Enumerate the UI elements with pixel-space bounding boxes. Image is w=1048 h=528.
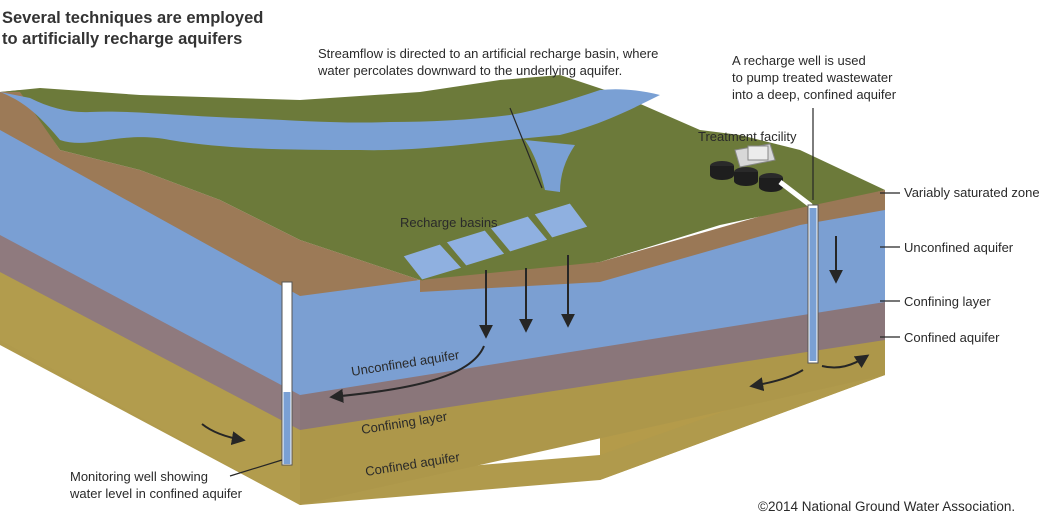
recharge-basin-4	[533, 202, 589, 239]
recharge-well-water	[809, 208, 817, 361]
leader-streamflow	[509, 107, 543, 189]
flow-arrow-confined-right	[821, 354, 870, 369]
flow-arrow-front	[201, 423, 246, 446]
recharge-well-callout-line-1: A recharge well is used	[732, 53, 866, 68]
soil-band-right	[420, 190, 885, 292]
copyright-notice: ©2014 National Ground Water Association.	[758, 499, 1016, 514]
confining-layer-front-right	[300, 300, 885, 430]
streamflow-callout-line-2: water percolates downward to the underly…	[318, 63, 623, 78]
recharge-basin-3	[489, 215, 549, 253]
soil-rim-left	[0, 90, 420, 296]
stream-channel	[525, 140, 575, 192]
recharge-well-callout-line-2: to pump treated wastewater	[732, 70, 893, 85]
confining-layer-front-main	[0, 232, 300, 430]
monitoring-well-callout-line-1: Monitoring well showing	[70, 469, 209, 484]
confined-aquifer-front-main	[0, 270, 300, 505]
label-confining-right: Confining layer	[904, 294, 991, 309]
recharge-well-callout-line-3: into a deep, confined aquifer	[732, 87, 897, 102]
monitoring-well-water	[283, 392, 291, 464]
unconfined-aquifer-front-main	[0, 120, 300, 395]
stream-water	[0, 89, 660, 151]
recharge-basin-2	[445, 229, 506, 267]
recharge-basin-1	[402, 243, 463, 281]
recharge-basins-label: Recharge basins	[400, 215, 498, 230]
flow-arrow-unconfined	[329, 345, 485, 403]
monitoring-well-callout-line-2: water level in confined aquifer	[70, 486, 242, 501]
label-confined-right: Confined aquifer	[904, 330, 1000, 345]
leader-monitoring	[229, 459, 283, 477]
monitoring-well	[281, 281, 293, 466]
title-line-1: Several techniques are employed	[2, 9, 264, 27]
confined-aquifer-front-right	[300, 338, 885, 505]
title-line-2: to artificially recharge aquifers	[2, 30, 243, 48]
label-unconfined-right: Unconfined aquifer	[904, 240, 1014, 255]
treatment-facility-label: Treatment facility	[698, 129, 797, 144]
label-variably-saturated: Variably saturated zone	[904, 185, 1040, 200]
unconfined-aquifer-front-right	[300, 205, 885, 395]
streamflow-callout-line-1: Streamflow is directed to an artificial …	[318, 46, 659, 61]
flow-arrow-confined-left	[749, 369, 804, 392]
